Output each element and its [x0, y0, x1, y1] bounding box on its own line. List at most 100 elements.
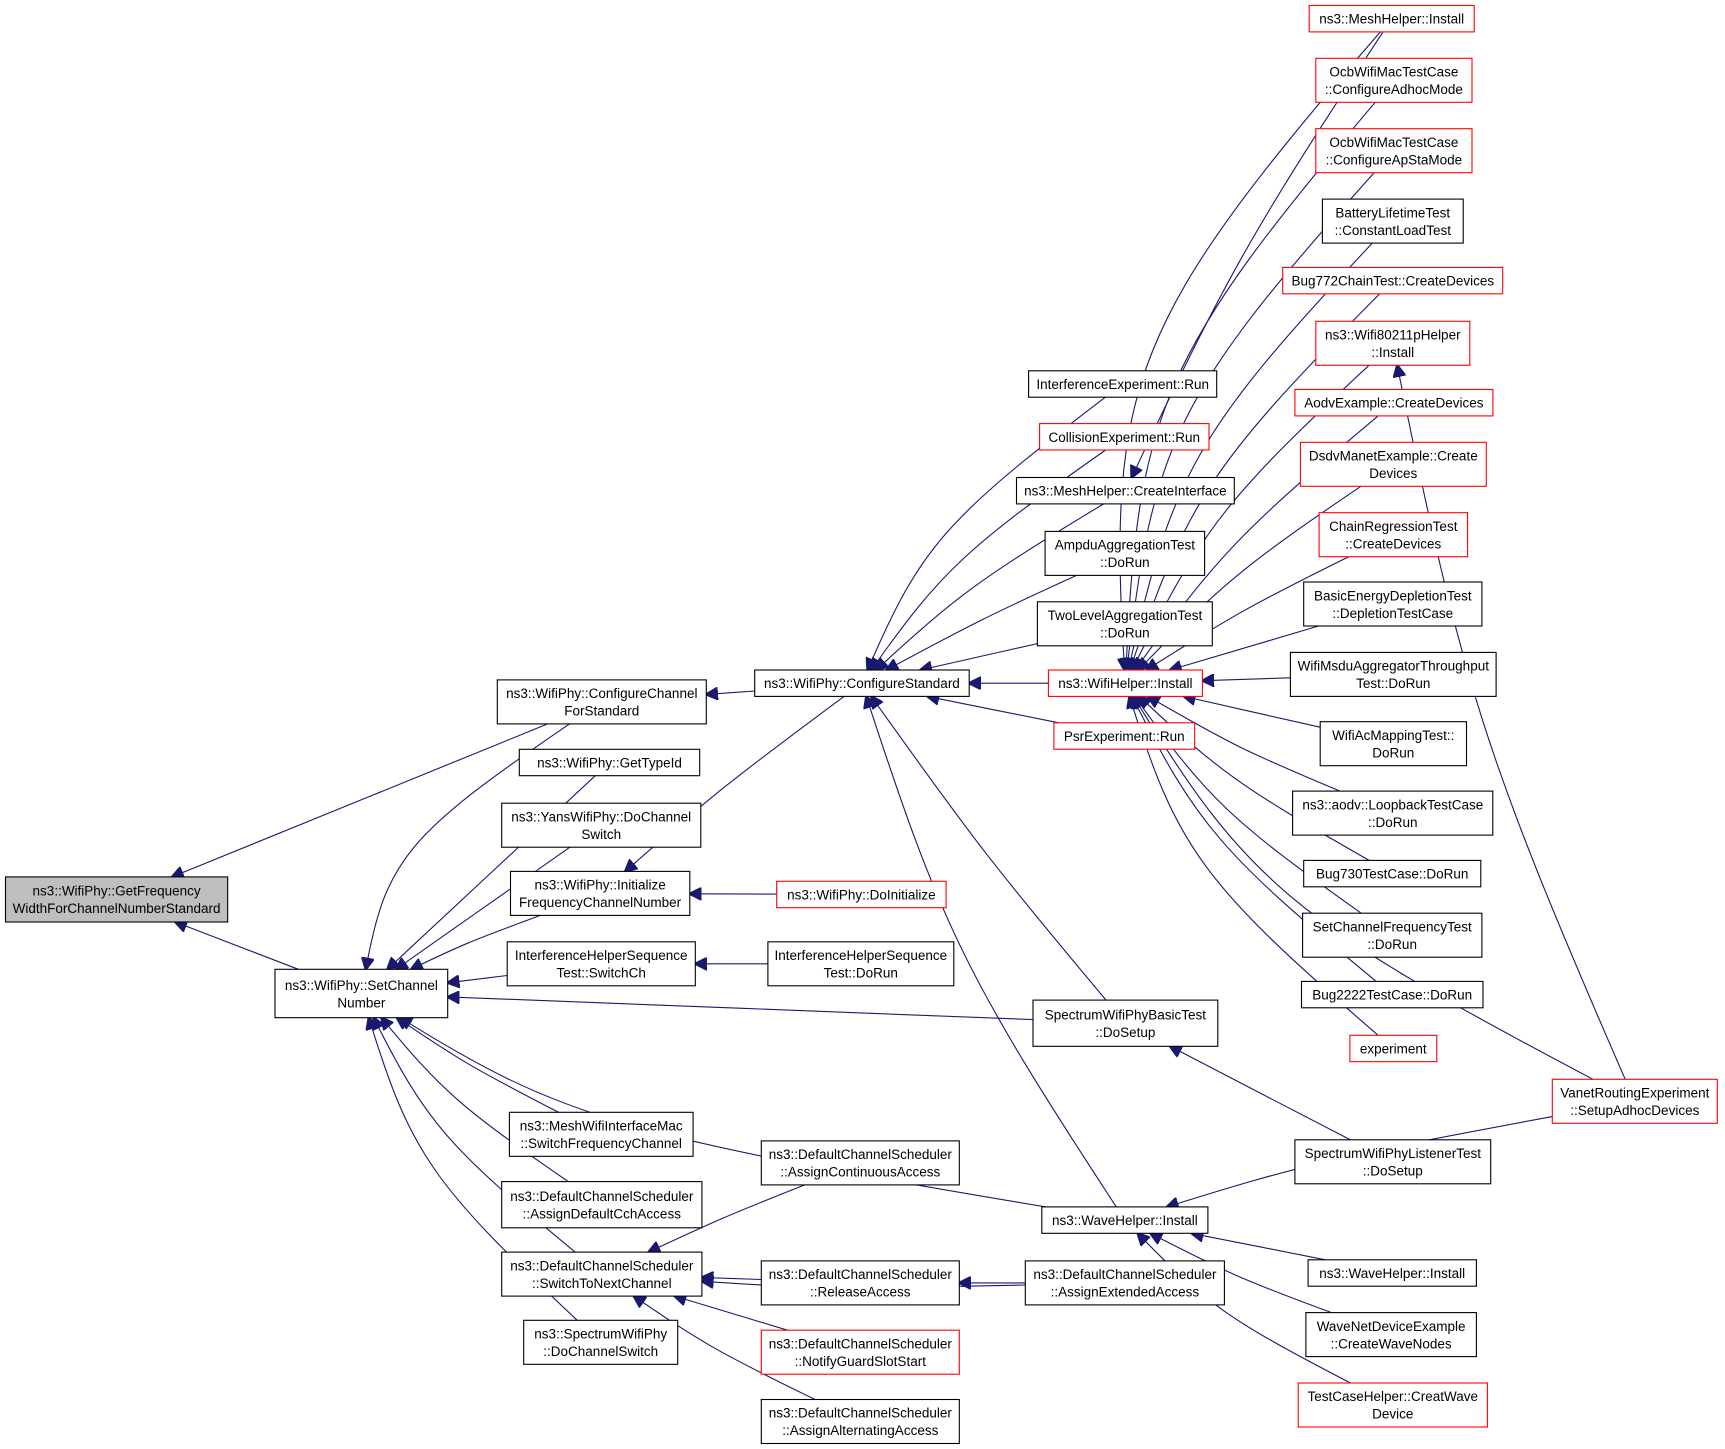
node-ierun[interactable]: InterferenceExperiment::Run — [1028, 370, 1218, 398]
node-confstd[interactable]: ns3::WifiPhy::ConfigureStandard — [754, 669, 970, 697]
node-bug2222[interactable]: Bug2222TestCase::DoRun — [1300, 980, 1484, 1009]
edge-msduagg-to-wifihelperinst — [1202, 678, 1291, 681]
node-swpbasic[interactable]: SpectrumWifiPhyBasicTest::DoSetup — [1032, 999, 1219, 1047]
node-label-line: ::AssignDefaultCchAccess — [523, 1207, 682, 1222]
node-yansdocs[interactable]: ns3::YansWifiPhy::DoChannelSwitch — [501, 802, 702, 848]
node-basicenergy[interactable]: BasicEnergyDepletionTest::DepletionTestC… — [1303, 581, 1483, 627]
node-label-line: experiment — [1360, 1042, 1427, 1057]
node-box — [1039, 423, 1210, 451]
edge-bug730-to-wifihelperinst — [1139, 696, 1370, 861]
node-loopback[interactable]: ns3::aodv::LoopbackTestCase::DoRun — [1292, 790, 1494, 836]
node-meshcreateif[interactable]: ns3::MeshHelper::CreateInterface — [1015, 476, 1235, 505]
node-label-line: ::DoRun — [1367, 937, 1417, 952]
call-nodes: ns3::WifiPhy::GetFrequencyWidthForChanne… — [4, 4, 1718, 1445]
node-bug730[interactable]: Bug730TestCase::DoRun — [1303, 859, 1482, 888]
node-label-line: Test::DoRun — [824, 966, 898, 981]
node-box — [1024, 1260, 1225, 1306]
node-box — [1294, 1139, 1492, 1185]
node-label-line: ns3::WifiPhy::ConfigureChannel — [506, 686, 697, 701]
node-dcsguard[interactable]: ns3::DefaultChannelScheduler::NotifyGuar… — [760, 1329, 960, 1375]
node-label-line: ::DoSetup — [1363, 1164, 1423, 1179]
node-label-line: ::DepletionTestCase — [1332, 606, 1453, 621]
node-box — [518, 748, 701, 777]
node-spectrumdocs[interactable]: ns3::SpectrumWifiPhy::DoChannelSwitch — [523, 1319, 679, 1365]
node-chainreg[interactable]: ChainRegressionTest::CreateDevices — [1318, 512, 1469, 558]
node-experiment[interactable]: experiment — [1349, 1034, 1438, 1063]
node-battery[interactable]: BatteryLifetimeTest::ConstantLoadTest — [1321, 198, 1464, 244]
node-bug772[interactable]: Bug772ChainTest::CreateDevices — [1282, 266, 1504, 295]
node-dcsextended[interactable]: ns3::DefaultChannelScheduler::AssignExte… — [1024, 1260, 1225, 1306]
node-swplistener[interactable]: SpectrumWifiPhyListenerTest::DoSetup — [1294, 1139, 1492, 1185]
edge-dcsalternating-to-dcsswitchnext — [634, 1296, 816, 1400]
node-label-line: Number — [337, 995, 386, 1010]
node-label-line: PsrExperiment::Run — [1064, 729, 1185, 744]
node-box — [1036, 601, 1213, 647]
node-psrrun[interactable]: PsrExperiment::Run — [1053, 722, 1196, 750]
node-label-line: ns3::DefaultChannelScheduler — [769, 1147, 953, 1162]
node-initfreq[interactable]: ns3::WifiPhy::InitializeFrequencyChannel… — [509, 870, 691, 916]
node-box — [523, 1319, 679, 1365]
node-box — [506, 941, 696, 987]
node-label-line: Bug2222TestCase::DoRun — [1312, 988, 1472, 1003]
node-twolevel[interactable]: TwoLevelAggregationTest::DoRun — [1036, 601, 1213, 647]
edge-vanet-to-wifihelperinst — [1134, 696, 1594, 1080]
node-vanet[interactable]: VanetRoutingExperiment::SetupAdhocDevice… — [1551, 1078, 1718, 1124]
node-label-line: ::ConfigureApStaMode — [1326, 153, 1463, 168]
node-box — [760, 1140, 960, 1186]
node-ampdu[interactable]: AmpduAggregationTest::DoRun — [1044, 530, 1206, 576]
node-label-line: ns3::MeshHelper::CreateInterface — [1024, 484, 1227, 499]
node-wifihelperinst[interactable]: ns3::WifiHelper::Install — [1047, 669, 1203, 697]
node-ocbadhoc[interactable]: OcbWifiMacTestCase::ConfigureAdhocMode — [1315, 57, 1473, 103]
node-doinit[interactable]: ns3::WifiPhy::DoInitialize — [776, 880, 947, 909]
node-dcsswitchnext[interactable]: ns3::DefaultChannelScheduler::SwitchToNe… — [501, 1251, 703, 1297]
edge-twolevel-to-confstd — [920, 643, 1038, 670]
node-label-line: ::NotifyGuardSlotStart — [795, 1354, 927, 1369]
node-wifi80211p[interactable]: ns3::Wifi80211pHelper::Install — [1315, 320, 1471, 366]
node-dcsassigncch[interactable]: ns3::DefaultChannelScheduler::AssignDefa… — [501, 1181, 703, 1229]
node-label-line: ns3::WifiPhy::Initialize — [534, 878, 665, 893]
node-label-line: ::ConstantLoadTest — [1335, 223, 1452, 238]
node-dcscontinuous[interactable]: ns3::DefaultChannelScheduler::AssignCont… — [760, 1140, 960, 1186]
node-ocbapsta[interactable]: OcbWifiMacTestCase::ConfigureApStaMode — [1315, 128, 1473, 174]
node-label-line: ns3::SpectrumWifiPhy — [534, 1327, 667, 1342]
node-label-line: TwoLevelAggregationTest — [1048, 608, 1203, 623]
node-wavehelperinst[interactable]: ns3::WaveHelper::Install — [1041, 1206, 1209, 1234]
node-setchanfreq[interactable]: SetChannelFrequencyTest::DoRun — [1302, 912, 1483, 958]
edge-ampdu-to-confstd — [887, 574, 1077, 670]
node-wavehelperinst2[interactable]: ns3::WaveHelper::Install — [1307, 1259, 1477, 1287]
edge-acmapping-to-wifihelperinst — [1184, 696, 1321, 728]
node-box — [1303, 859, 1482, 888]
node-dsdvmanet[interactable]: DsdvManetExample::CreateDevices — [1299, 441, 1487, 487]
edge-dcsassigncch-to-setchan — [381, 1018, 569, 1183]
edge-confstd-to-confchan — [706, 691, 755, 694]
node-box — [1292, 790, 1494, 836]
node-wavenet[interactable]: WaveNetDeviceExample::CreateWaveNodes — [1305, 1312, 1477, 1358]
node-meshswitch[interactable]: ns3::MeshWifiInterfaceMac::SwitchFrequen… — [508, 1111, 694, 1157]
node-label-line: ::DoRun — [1368, 815, 1418, 830]
edge-meshcreateif-to-confstd — [876, 503, 1104, 670]
edge-initfreq-to-setchan — [411, 914, 541, 969]
node-label-line: SetChannelFrequencyTest — [1313, 919, 1472, 934]
node-meshinstall[interactable]: ns3::MeshHelper::Install — [1308, 4, 1475, 33]
node-acmapping[interactable]: WifiAcMappingTest::DoRun — [1319, 721, 1468, 767]
node-label-line: ::Install — [1371, 345, 1414, 360]
node-label-line: AmpduAggregationTest — [1055, 538, 1196, 553]
node-aodvex[interactable]: AodvExample::CreateDevices — [1294, 388, 1494, 417]
node-label-line: CollisionExperiment::Run — [1049, 430, 1201, 445]
node-box — [1289, 651, 1497, 697]
node-dcsrelease[interactable]: ns3::DefaultChannelScheduler::ReleaseAcc… — [760, 1260, 960, 1306]
node-gettypeid[interactable]: ns3::WifiPhy::GetTypeId — [518, 748, 701, 777]
node-label-line: ns3::WifiPhy::GetTypeId — [537, 756, 682, 771]
node-box — [496, 679, 707, 725]
node-cerun[interactable]: CollisionExperiment::Run — [1039, 423, 1210, 451]
node-box — [1294, 388, 1494, 417]
node-dcsalternating[interactable]: ns3::DefaultChannelScheduler::AssignAlte… — [760, 1398, 960, 1445]
node-confchan[interactable]: ns3::WifiPhy::ConfigureChannelForStandar… — [496, 679, 707, 725]
node-label-line: ChainRegressionTest — [1329, 519, 1458, 534]
edge-vanet-to-wifi80211p — [1397, 365, 1626, 1080]
